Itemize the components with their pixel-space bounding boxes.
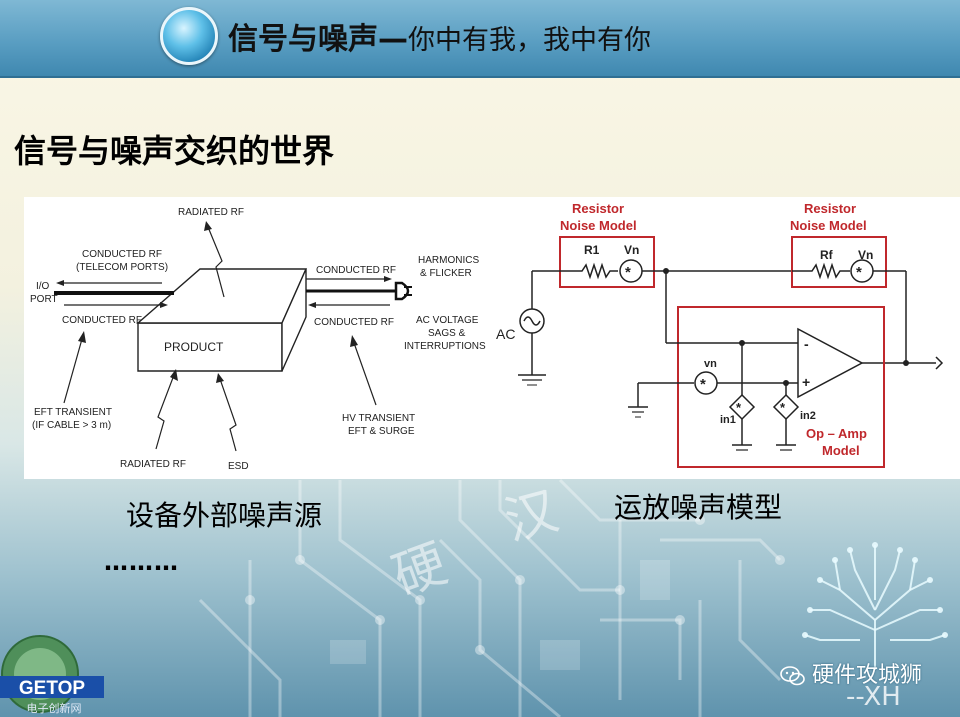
- external-noise-diagram: PRODUCT I/O PORT CONDUCTED RF (TELECOM P…: [30, 207, 486, 472]
- svg-text:*: *: [780, 400, 786, 415]
- ellipsis: ………: [104, 548, 179, 576]
- label-radiated-bottom: RADIATED RF: [120, 459, 186, 470]
- arrow-radiated-top: [207, 226, 225, 298]
- diagram-panel: PRODUCT I/O PORT CONDUCTED RF (TELECOM P…: [24, 197, 960, 479]
- label-product: PRODUCT: [164, 340, 224, 354]
- label-harmonics-2: & FLICKER: [420, 268, 472, 279]
- getop-logo: GETOP 电子创新网: [0, 635, 104, 715]
- label-vn-2: Vn: [858, 248, 873, 262]
- label-in2: in2: [800, 410, 816, 422]
- label-resistor-noise-1a: Resistor: [572, 201, 624, 216]
- label-ac-voltage-3: INTERRUPTIONS: [404, 341, 486, 352]
- product-box-top: [136, 268, 308, 324]
- arrow-hv: [353, 342, 377, 406]
- arrowhead-radiated-top: [204, 221, 212, 231]
- label-ac-voltage-2: SAGS &: [428, 328, 466, 339]
- label-in1: in1: [720, 414, 736, 426]
- arrowhead-telecom: [56, 280, 64, 286]
- svg-text:*: *: [736, 400, 742, 415]
- title-subtitle: 你中有我，我中有你: [408, 25, 651, 56]
- resistor-noise-box-2: [791, 236, 887, 288]
- title-main: 信号与噪声—: [228, 22, 408, 57]
- logo-text: GETOP: [19, 678, 85, 699]
- section-heading: 信号与噪声交织的世界: [14, 132, 335, 170]
- noise-source-in2: [772, 393, 800, 421]
- label-radiated-top: RADIATED RF: [178, 207, 244, 218]
- label-minus: -: [804, 336, 809, 352]
- wechat-icon: [780, 666, 805, 686]
- label-harmonics-1: HARMONICS: [418, 255, 479, 266]
- output-terminal: [935, 356, 944, 370]
- label-vn-sub: vn: [704, 358, 717, 370]
- brand-signature: --XH: [846, 682, 901, 712]
- circuit-tree-icon: [802, 542, 948, 670]
- label-resistor-noise-1b: Noise Model: [560, 218, 637, 233]
- title-bullet-icon: [160, 7, 218, 65]
- label-hv-1: HV TRANSIENT: [342, 413, 415, 424]
- label-resistor-noise-2b: Noise Model: [790, 218, 867, 233]
- opamp-symbol: [797, 327, 864, 399]
- logo-subtext: 电子创新网: [27, 701, 82, 715]
- diagrams: PRODUCT I/O PORT CONDUCTED RF (TELECOM P…: [30, 201, 944, 472]
- arrow-esd: [219, 378, 237, 452]
- resistor-r1: [564, 262, 618, 280]
- label-r1: R1: [584, 243, 600, 257]
- label-opamp-2: Model: [822, 443, 860, 458]
- caption-external-noise: 设备外部噪声源: [126, 499, 323, 532]
- brand-label: 硬件攻城狮: [780, 657, 922, 689]
- opamp-noise-diagram: Resistor Noise Model R1 Vn * Resistor No…: [496, 201, 944, 468]
- label-io-1: I/O: [36, 281, 50, 292]
- label-conducted-right-top: CONDUCTED RF: [316, 265, 396, 276]
- label-opamp-1: Op – Amp: [806, 426, 867, 441]
- noise-source-vn-opamp: [694, 371, 718, 395]
- label-hv-2: EFT & SURGE: [348, 426, 415, 437]
- arrow-eft: [63, 338, 83, 404]
- label-vn-1: Vn: [624, 243, 639, 257]
- resistor-rf: [792, 262, 850, 280]
- plug-icon: [394, 281, 410, 301]
- svg-text:*: *: [625, 264, 631, 281]
- label-conducted-telecom-1: CONDUCTED RF: [82, 249, 162, 260]
- product-box-side: [281, 268, 307, 372]
- label-resistor-noise-2a: Resistor: [804, 201, 856, 216]
- brand-name: 硬件攻城狮: [812, 663, 923, 688]
- label-eft-1: EFT TRANSIENT: [34, 407, 112, 418]
- label-esd: ESD: [228, 461, 249, 472]
- label-conducted-left: CONDUCTED RF: [62, 315, 142, 326]
- noise-source-vn-1: [619, 259, 643, 283]
- label-conducted-right-bottom: CONDUCTED RF: [314, 317, 394, 328]
- resistor-noise-box-1: [559, 236, 655, 288]
- svg-text:*: *: [856, 264, 862, 281]
- label-eft-2: (IF CABLE > 3 m): [32, 420, 111, 431]
- arrow-radiated-bottom: [155, 374, 175, 450]
- label-ac: AC: [496, 326, 515, 342]
- label-rf: Rf: [820, 248, 834, 262]
- label-ac-voltage-1: AC VOLTAGE: [416, 315, 479, 326]
- label-conducted-telecom-2: (TELECOM PORTS): [76, 262, 168, 273]
- caption-opamp-noise: 运放噪声模型: [614, 491, 783, 524]
- noise-source-vn-2: [850, 259, 874, 283]
- arrowhead-conducted-left: [160, 302, 168, 308]
- label-plus: +: [802, 374, 810, 390]
- opamp-model-box: [677, 306, 885, 468]
- slide-title: 信号与噪声—你中有我，我中有你: [228, 14, 651, 58]
- label-io-2: PORT: [30, 294, 58, 305]
- svg-text:*: *: [700, 376, 706, 393]
